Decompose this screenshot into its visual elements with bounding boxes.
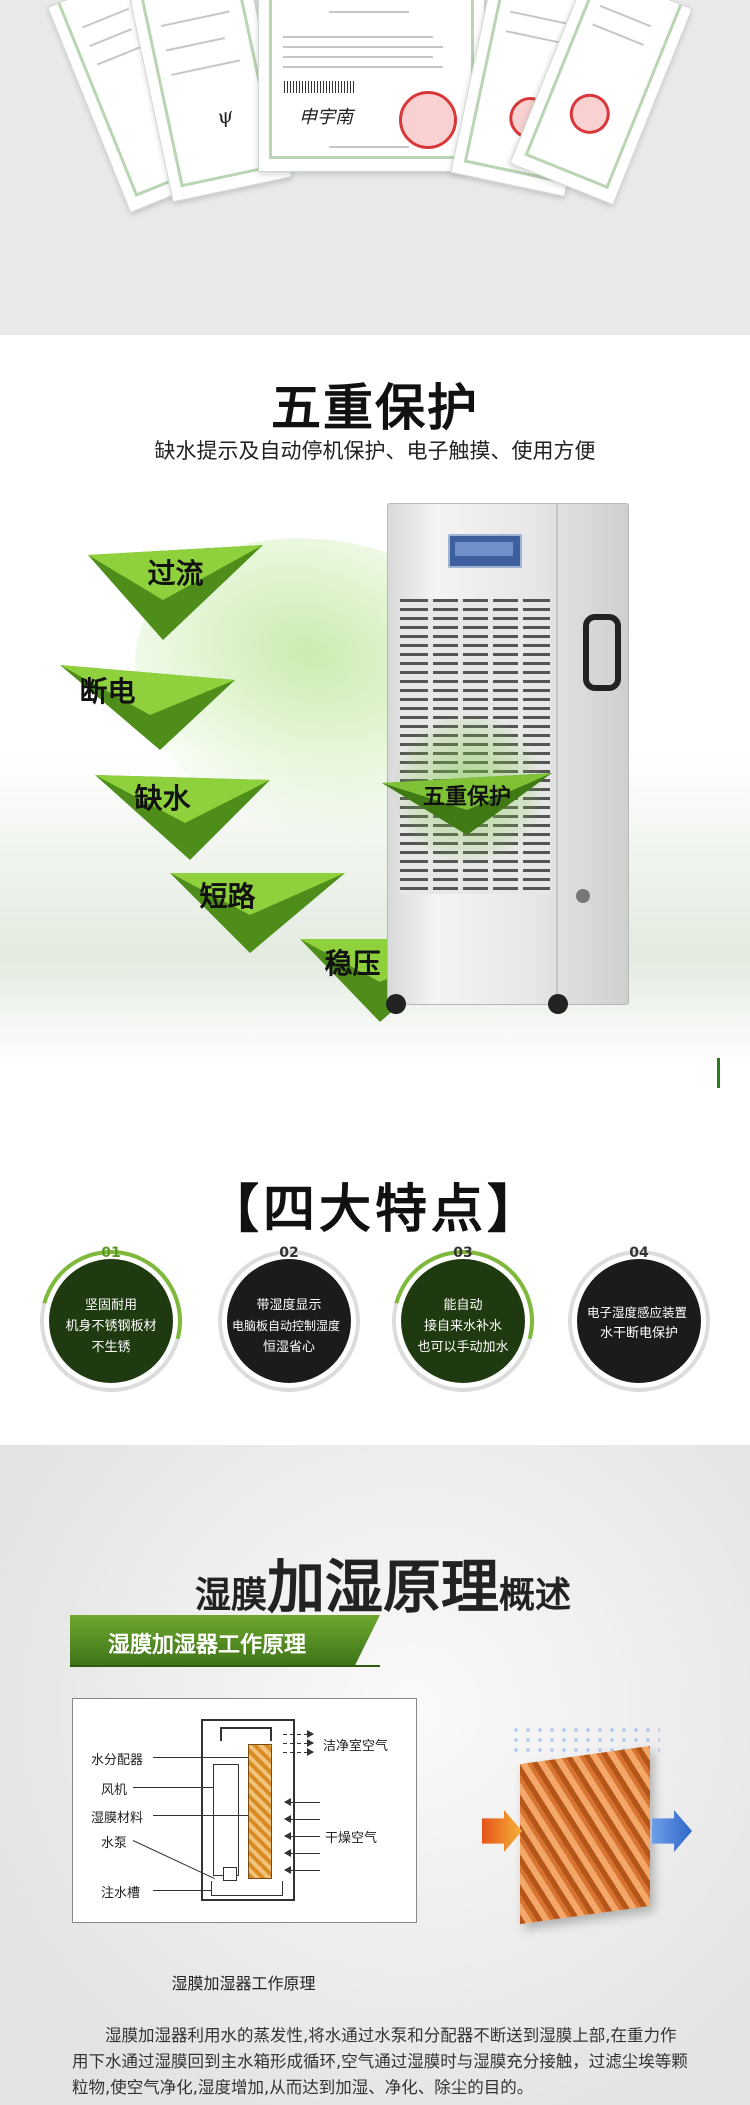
dehumidifier-unit-image <box>386 503 629 1014</box>
feature-card-1: 01 坚固耐用 机身不锈钢板材 不生锈 <box>14 1224 208 1418</box>
feature-number: 02 <box>279 1245 299 1261</box>
wet-film-media-image <box>482 1725 692 1925</box>
label-clean-air: 洁净室空气 <box>323 1739 389 1754</box>
principle-paragraph: 湿膜加湿器利用水的蒸发性,将水通过水泵和分配器不断送到湿膜上部,在重力作用下水通… <box>72 2026 688 2097</box>
feature-card-4: 04 电子湿度感应装置 水干断电保护 <box>568 1245 718 1400</box>
principle-ribbon: 湿膜加湿器工作原理 <box>70 1615 380 1667</box>
feature-number: 04 <box>629 1245 649 1261</box>
label-distributor: 水分配器 <box>91 1753 144 1768</box>
divider-bar <box>717 1058 720 1088</box>
cabinet-outline <box>201 1719 295 1901</box>
humidifier-principle-section: 湿膜加湿原理概述 湿膜加湿器工作原理 水分配器 风机 湿膜材料 水泵 注水槽 洁… <box>0 1445 750 2105</box>
four-features-section: 【四大特点】 01 坚固耐用 机身不锈钢板材 不生锈 02 带湿度显示 电脑板自… <box>0 1095 750 1445</box>
label-fan: 风机 <box>101 1783 128 1798</box>
certificate-section: ψ 申宇南 <box>0 0 750 335</box>
center-protection-badge: 五重保护 <box>382 765 552 835</box>
label-inlet: 注水槽 <box>101 1886 141 1901</box>
certificate-signature: 申宇南 <box>299 107 353 128</box>
feature-number: 03 <box>453 1245 473 1261</box>
protection-item-short-circuit: 短路 <box>170 863 345 953</box>
section-title: 湿膜加湿原理概述 <box>195 1553 572 1621</box>
protection-item-water-shortage: 缺水 <box>95 765 270 860</box>
feature-card-2: 02 带湿度显示 电脑板自动控制湿度 恒湿省心 <box>218 1245 368 1400</box>
label-pump: 水泵 <box>101 1836 128 1851</box>
section-title: 【四大特点】 <box>206 1180 543 1240</box>
water-tank <box>211 1881 283 1896</box>
protection-item-power-off: 断电 <box>60 655 235 750</box>
label-dry-air: 干燥空气 <box>325 1831 378 1846</box>
fan-icon <box>213 1764 239 1876</box>
distribution-pipe <box>220 1727 272 1741</box>
power-cable-icon <box>583 614 621 691</box>
feature-number: 01 <box>101 1245 121 1261</box>
red-seal <box>399 91 457 149</box>
section-title: 五重保护 <box>271 379 479 437</box>
pump-icon <box>223 1867 237 1881</box>
protection-item-overcurrent: 过流 <box>88 540 263 640</box>
diagram-caption: 湿膜加湿器工作原理 <box>171 1974 316 1993</box>
feature-card-3: 03 能自动 接自来水补水 也可以手动加水 <box>366 1224 560 1418</box>
cool-air-out-arrow-icon <box>652 1810 692 1852</box>
control-display-icon <box>448 534 522 568</box>
principle-diagram: 水分配器 风机 湿膜材料 水泵 注水槽 洁净室空气 干燥空气 <box>72 1698 417 1923</box>
label-material: 湿膜材料 <box>91 1811 144 1826</box>
wet-film-pad <box>248 1744 272 1879</box>
section-subtitle: 缺水提示及自动停机保护、电子触摸、使用方便 <box>154 439 596 463</box>
certificate-card: 申宇南 <box>258 0 485 172</box>
hot-air-in-arrow-icon <box>482 1810 522 1852</box>
five-protection-section: 五重保护 缺水提示及自动停机保护、电子触摸、使用方便 过流 断电 缺水 短路 稳… <box>0 335 750 1095</box>
